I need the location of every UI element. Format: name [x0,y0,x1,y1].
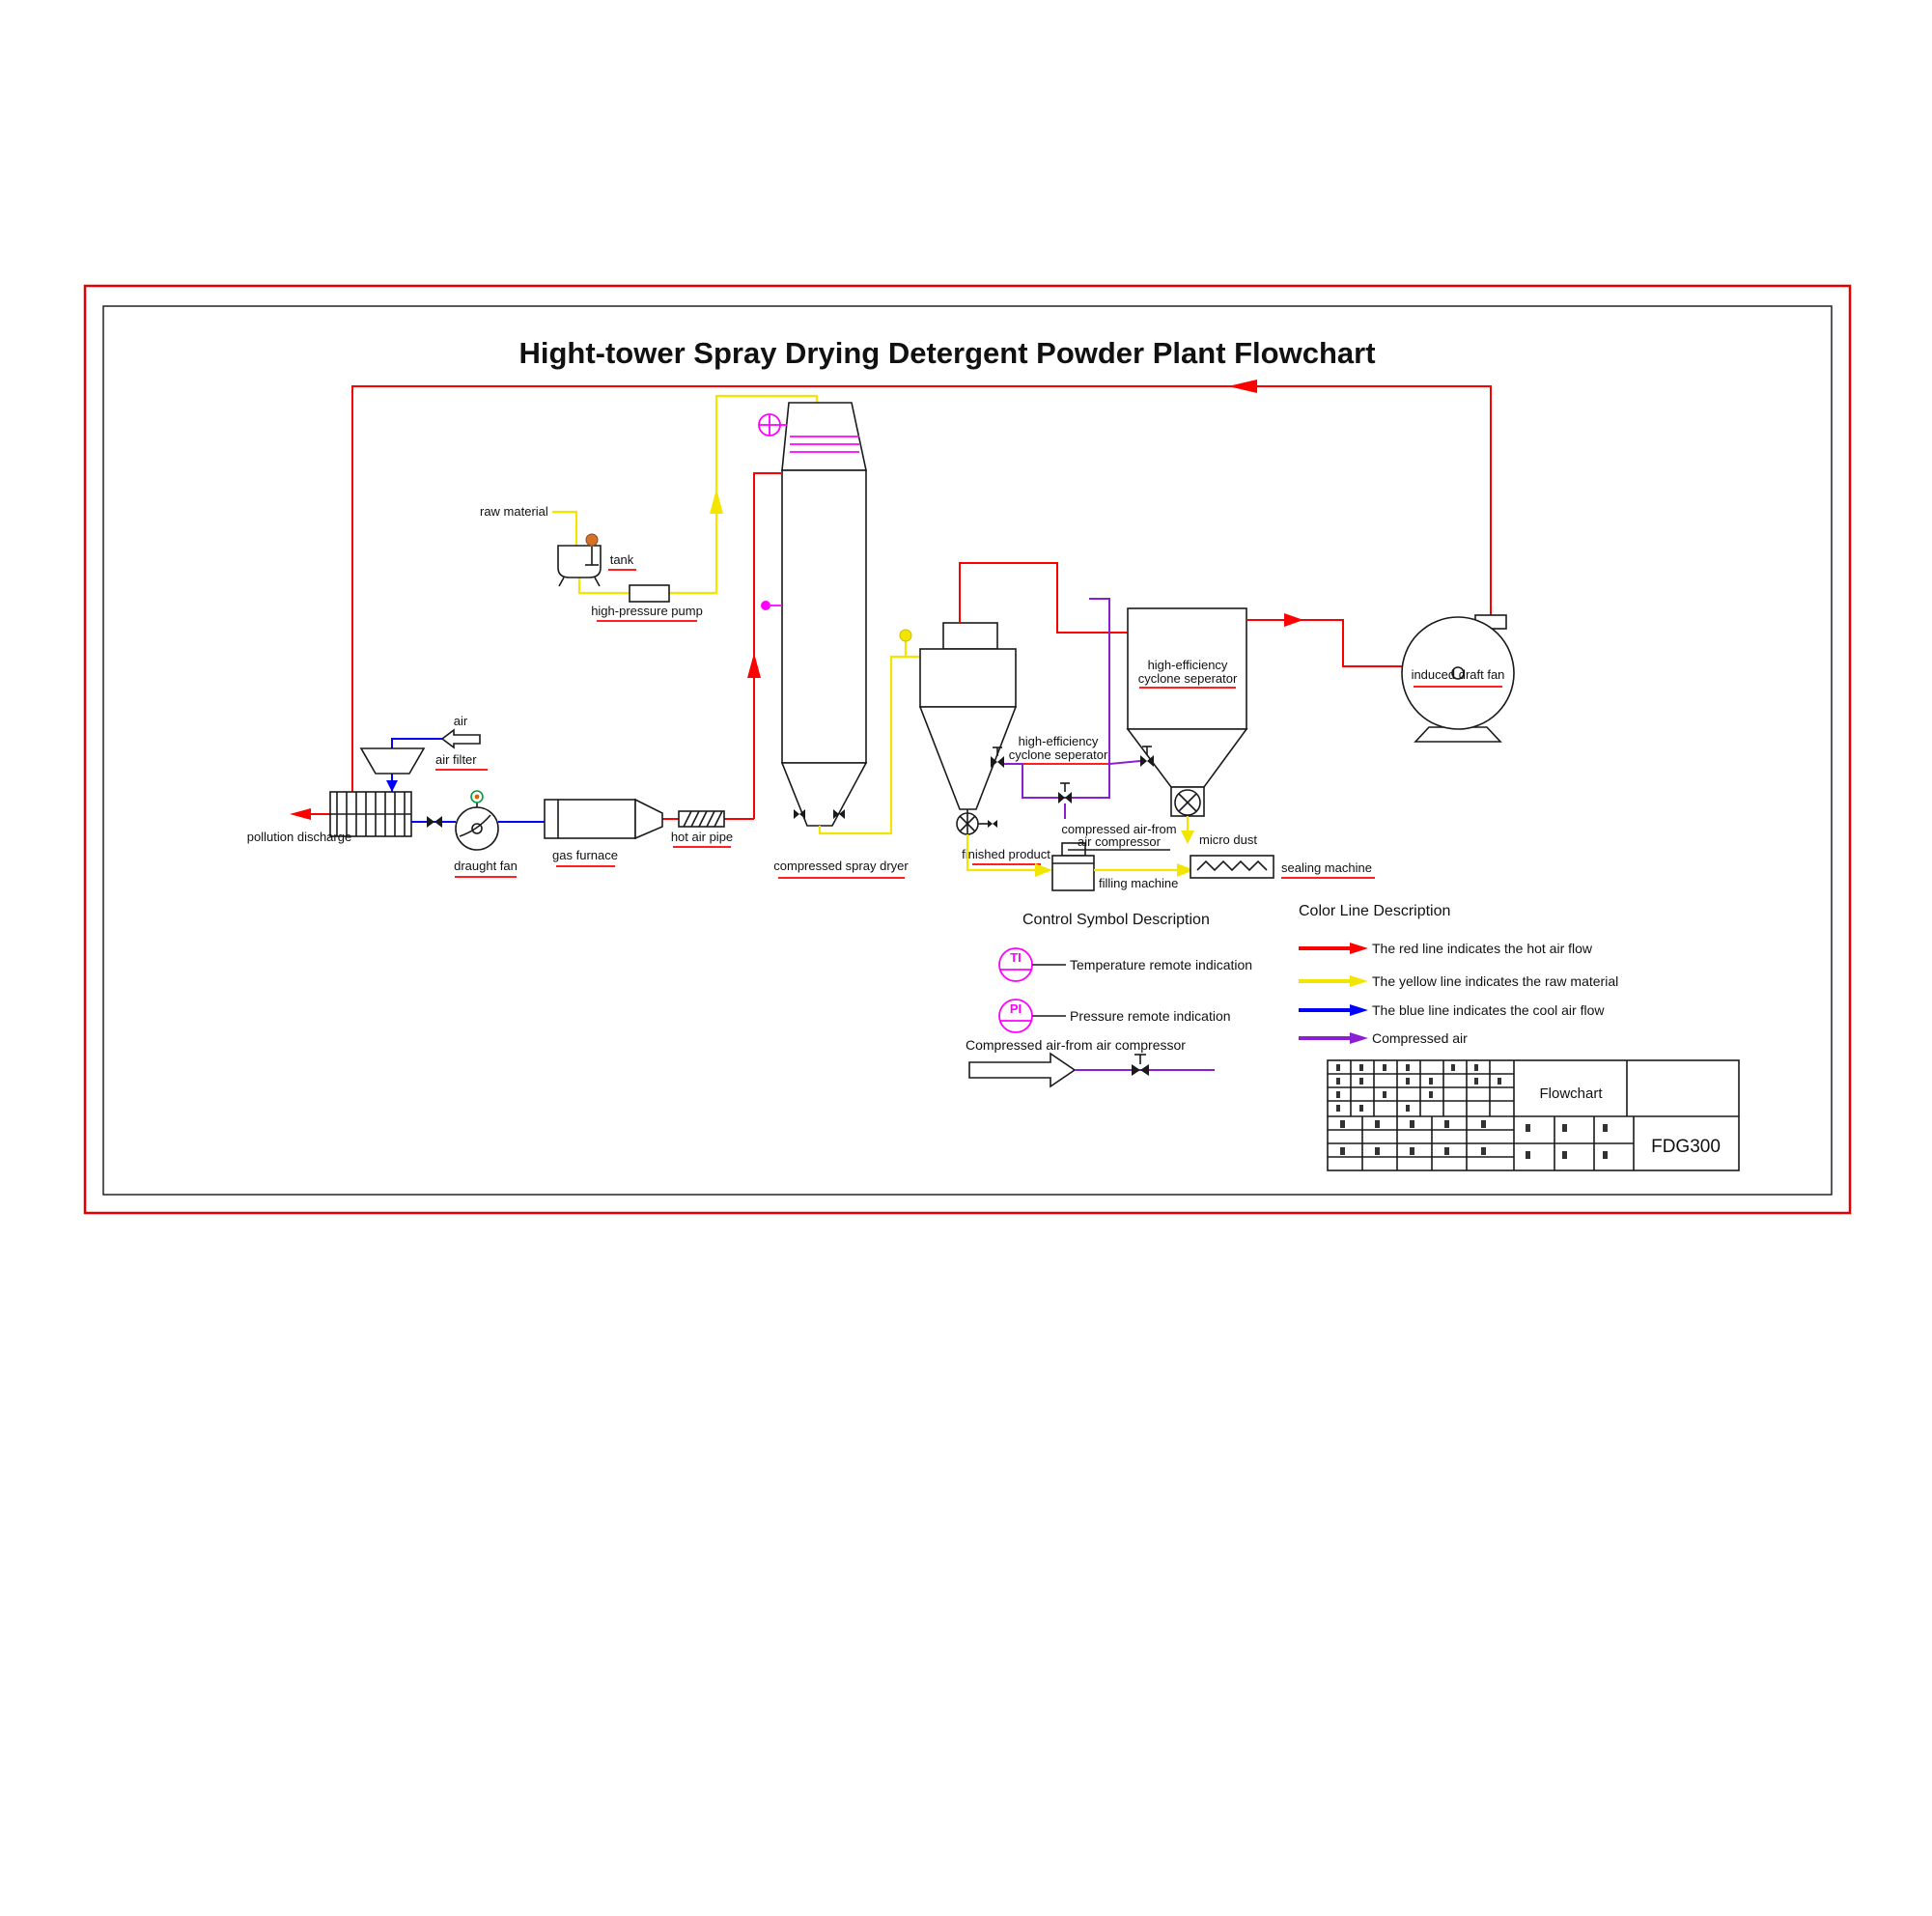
air-intake [359,728,481,792]
valve-2-icon [1058,792,1072,803]
blue-line-text: The blue line indicates the cool air flo… [1372,1002,1605,1018]
color-legend-title: Color Line Description [1299,903,1450,919]
title-block [1327,1059,1740,1171]
induced-draft-fan-label: induced draft fan [1412,667,1505,682]
discharge-arrow [290,808,311,820]
cyclone2-label-2: cyclone seperator [1138,671,1238,686]
hot-air-arrow-right [1284,613,1303,627]
cyclone2-label-1: high-efficiency [1148,658,1228,672]
micro-dust-line [1181,816,1194,844]
agitator-motor [585,533,599,547]
compressed-air-piping [991,598,1154,819]
title-block-doc-title: Flowchart [1539,1085,1603,1102]
legend-valve-icon [1132,1064,1149,1076]
hot-air-pipe [678,810,725,828]
outer-border [83,284,1852,1215]
page-title: Hight-tower Spray Drying Detergent Powde… [518,336,1375,370]
gas-furnace-label: gas furnace [552,848,618,862]
cyclone-separator-2 [1126,607,1248,817]
draught-fan-label: draught fan [454,859,518,873]
blue-arrow-icon [1350,1004,1368,1016]
yellow-arrow-icon [1350,975,1368,987]
red-arrow-icon [1350,943,1368,954]
draught-fan [455,790,499,851]
cone-valve-right-icon [833,809,845,819]
cyclone1-label-2: cyclone seperator [1009,747,1108,762]
sealing-machine-label: sealing machine [1281,860,1372,875]
tank-label: tank [610,552,634,567]
pollution-discharge-label: pollution discharge [247,830,351,844]
high-pressure-pump-label: high-pressure pump [591,604,703,618]
probe-dot-icon [761,601,770,610]
hot-air-arrow-up [747,653,761,678]
raw-material-label: raw material [480,504,548,519]
hot-air-pipe-label: hot air pipe [671,830,733,844]
damper-valve-icon [427,816,442,828]
valve-3-icon [1140,755,1154,767]
micro-dust-label: micro dust [1199,832,1257,847]
title-block-micro-text [1336,1064,1608,1159]
finished-product-label: finished product [962,847,1050,861]
air-filter-label: air filter [435,752,477,767]
color-legend-item-red: The red line indicates the hot air flow [1299,941,1593,956]
air-label: air [454,714,468,728]
pi-symbol: PI [998,999,1066,1033]
cone-valve-left-icon [794,809,805,819]
color-legend-item-yellow: The yellow line indicates the raw materi… [1299,973,1618,989]
compressed-air-label-1: compressed air-from [1061,822,1176,836]
block-arrow-icon [968,1052,1077,1088]
sealing-machine [1094,855,1274,879]
ti-text: Temperature remote indication [1070,957,1252,972]
cool-air-arrow-down [386,780,398,792]
flow-arrow-left [1228,380,1257,393]
valve-motor-icon [988,820,997,828]
red-line-text: The red line indicates the hot air flow [1372,941,1593,956]
sealing-arrow-right [1177,863,1194,877]
compressed-air-legend-title: Compressed air-from air compressor [966,1037,1186,1053]
hot-air-loop [290,380,1492,820]
feed-arrow-up [710,489,723,514]
micro-dust-arrow-down [1181,831,1194,844]
purple-line-text: Compressed air [1372,1030,1468,1046]
raw-material-line [552,394,819,595]
compressed-air-legend-symbol [968,1052,1215,1088]
spray-dryer-tower [758,402,868,827]
inner-border [102,305,1833,1196]
air-arrow-icon [440,728,481,749]
product-to-cyclone-line [818,629,920,835]
color-legend-item-purple: Compressed air [1299,1030,1468,1046]
valve-1-icon [991,756,1004,768]
product-arrow-right [1035,863,1052,877]
color-legend-item-blue: The blue line indicates the cool air flo… [1299,1002,1605,1018]
gas-furnace [544,798,663,840]
pi-text: Pressure remote indication [1070,1008,1231,1024]
induced-draft-fan [1401,614,1515,743]
cyclone-separator-1 [918,622,1018,835]
ti-symbol: TI [998,947,1066,982]
control-legend-title: Control Symbol Description [1022,912,1210,928]
spray-dryer-label: compressed spray dryer [773,859,909,873]
ti-tag: TI [1010,950,1022,965]
filling-machine-label: filling machine [1099,876,1178,890]
finished-product-line [966,834,1052,877]
title-block-model: FDG300 [1651,1137,1721,1157]
hot-air-inlet-line [662,472,782,820]
yellow-line-text: The yellow line indicates the raw materi… [1372,973,1618,989]
cyclone-transfer-duct [959,562,1128,634]
compressed-air-label-2: air compressor [1078,834,1162,849]
cyclone1-label-1: high-efficiency [1019,734,1099,748]
tank [557,533,602,587]
high-pressure-pump [629,584,670,603]
purple-arrow-icon [1350,1032,1368,1044]
pi-tag: PI [1010,1001,1022,1016]
heat-exchanger [329,791,412,837]
fan-suction-duct [1246,613,1402,667]
air-filter [359,747,426,775]
instrument-dot-icon [899,629,912,642]
